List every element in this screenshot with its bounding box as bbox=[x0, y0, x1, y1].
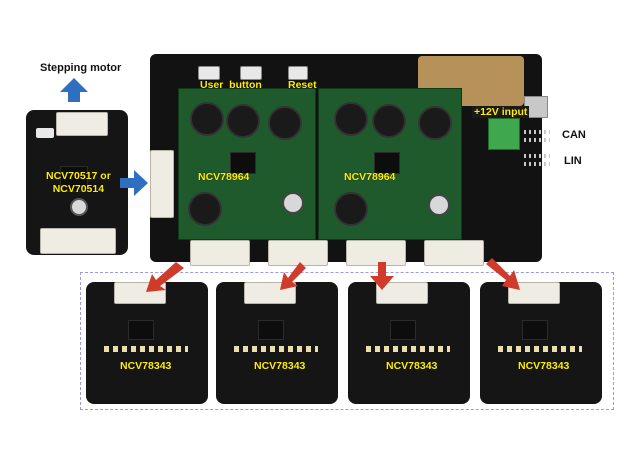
lin-header-2 bbox=[524, 162, 550, 166]
capacitor bbox=[70, 198, 88, 216]
inductor bbox=[334, 192, 368, 226]
led-driver-chip bbox=[128, 320, 154, 340]
inductor bbox=[334, 102, 368, 136]
lin-label: LIN bbox=[564, 155, 582, 167]
led-boards-frame bbox=[80, 272, 614, 410]
reset-label: Reset bbox=[288, 79, 317, 91]
led-board-3 bbox=[348, 282, 470, 404]
inductor bbox=[226, 104, 260, 138]
led-board-label-1: NCV78343 bbox=[120, 360, 172, 372]
inductor bbox=[418, 106, 452, 140]
led-board-1 bbox=[86, 282, 208, 404]
user-button bbox=[198, 66, 220, 80]
down-arrow-icon-4 bbox=[486, 258, 520, 290]
led-output-connector-1 bbox=[190, 240, 250, 266]
down-arrow-icon-1 bbox=[146, 262, 184, 292]
motor-side-connector bbox=[150, 150, 174, 218]
motor-driver-board bbox=[26, 110, 128, 255]
up-arrow-icon bbox=[60, 78, 88, 102]
inductor bbox=[372, 104, 406, 138]
stepping-motor-label: Stepping motor bbox=[40, 62, 122, 74]
led-output-connector-3 bbox=[346, 240, 406, 266]
led-driver-chip bbox=[522, 320, 548, 340]
led-board-label-4: NCV78343 bbox=[518, 360, 570, 372]
controller-label-left: NCV78964 bbox=[198, 171, 250, 183]
power-terminal bbox=[488, 118, 520, 150]
driver-chip bbox=[60, 166, 88, 192]
user-button-label: User button bbox=[200, 79, 262, 91]
down-arrow-icon-2 bbox=[280, 262, 306, 290]
controller-chip-left bbox=[230, 152, 256, 174]
led-row bbox=[234, 346, 318, 352]
can-header-2 bbox=[524, 138, 550, 142]
reset-button bbox=[288, 66, 308, 80]
led-board-4 bbox=[480, 282, 602, 404]
led-board-label-2: NCV78343 bbox=[254, 360, 306, 372]
led-board-label-3: NCV78343 bbox=[386, 360, 438, 372]
controller-chip-right bbox=[374, 152, 400, 174]
motor-driver-label: NCV70517 or NCV70514 bbox=[46, 170, 111, 195]
led-driver-chip bbox=[258, 320, 284, 340]
power-input-label: +12V input bbox=[472, 106, 530, 118]
inductor bbox=[268, 106, 302, 140]
user-button-2 bbox=[240, 66, 262, 80]
can-label: CAN bbox=[562, 129, 586, 141]
led-driver-chip bbox=[390, 320, 416, 340]
led-row bbox=[498, 346, 582, 352]
capacitor bbox=[282, 192, 304, 214]
control-connector bbox=[40, 228, 116, 254]
controller-label-right: NCV78964 bbox=[344, 171, 396, 183]
led-board-connector bbox=[376, 282, 428, 304]
board-logo bbox=[36, 128, 54, 138]
inductor bbox=[188, 192, 222, 226]
motor-connector bbox=[56, 112, 108, 136]
led-row bbox=[366, 346, 450, 352]
down-arrow-icon-3 bbox=[370, 262, 394, 290]
led-board-2 bbox=[216, 282, 338, 404]
led-output-connector-4 bbox=[424, 240, 484, 266]
inductor bbox=[190, 102, 224, 136]
capacitor bbox=[428, 194, 450, 216]
led-row bbox=[104, 346, 188, 352]
led-board-connector bbox=[508, 282, 560, 304]
right-arrow-icon bbox=[120, 170, 148, 196]
lin-header bbox=[524, 154, 550, 158]
can-header bbox=[524, 130, 550, 134]
